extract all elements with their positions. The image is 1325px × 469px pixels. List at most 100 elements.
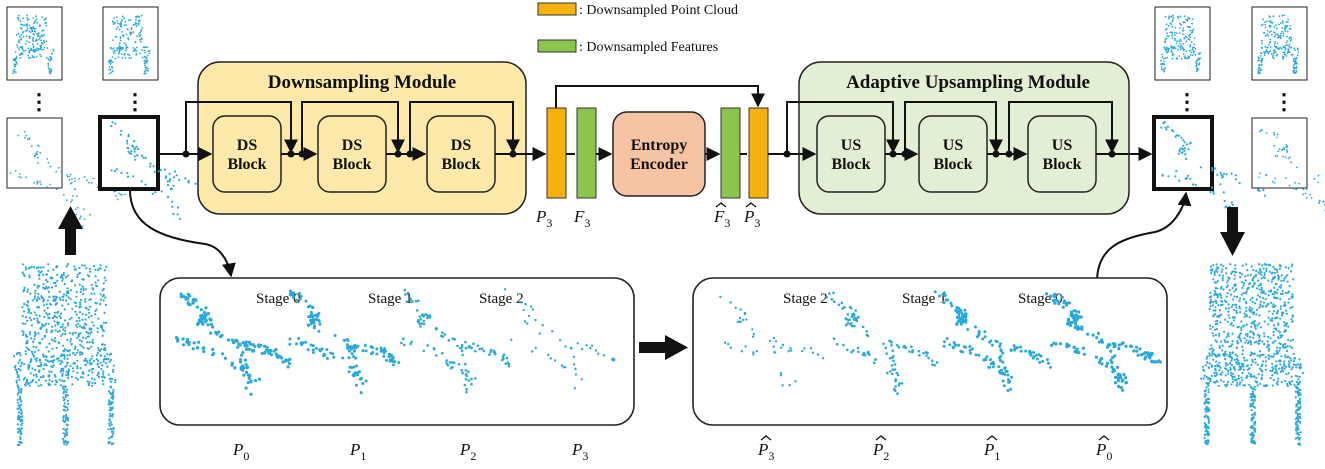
point [193,297,197,301]
point [1259,303,1262,306]
point [364,379,368,383]
point [41,325,44,328]
point [1261,373,1264,376]
point [1271,56,1274,59]
point [21,48,24,51]
point [89,213,91,216]
point [1221,303,1224,306]
point [48,312,51,315]
point [1244,263,1248,266]
point [299,294,303,298]
point [1212,381,1215,384]
point [20,400,23,403]
point [1187,148,1190,151]
point [531,308,534,311]
point [40,34,43,36]
point [1276,380,1279,383]
point [1298,415,1301,419]
point [12,72,15,75]
point [738,316,742,320]
point [187,181,190,184]
point [1269,369,1272,372]
point [1049,294,1053,298]
point [1260,326,1263,329]
point [1274,41,1276,43]
point [1228,351,1231,354]
point [964,314,968,318]
point [1177,134,1181,137]
point [1232,270,1235,273]
point [464,346,468,350]
point [891,368,895,372]
point [113,17,115,19]
point [1198,62,1201,65]
point [1109,349,1113,353]
point [30,28,33,30]
point [1247,372,1250,375]
point [19,56,22,59]
point [1282,370,1285,373]
point [572,363,576,366]
point [1292,54,1294,56]
point [185,340,189,344]
point [74,310,77,313]
point [74,208,77,211]
point [1244,279,1247,282]
legend-point-cloud-swatch [537,2,577,16]
point [96,327,99,330]
point [1077,310,1081,314]
point [1287,18,1289,21]
point [76,378,79,381]
point [1270,289,1273,292]
point [20,411,23,414]
point [47,161,50,164]
point [110,423,113,426]
point [1003,366,1007,370]
point [1254,361,1257,364]
point [62,369,65,372]
point [19,20,22,22]
point [74,353,77,356]
point [1258,57,1261,59]
point [1257,69,1260,71]
point [1244,333,1247,336]
point [1252,434,1255,437]
point [1175,42,1178,45]
point [1253,322,1256,325]
features-bar [576,107,597,199]
point [1217,384,1220,387]
point [1210,272,1213,275]
point [1235,306,1238,309]
point [126,53,129,56]
point [118,192,120,195]
hat-mark [986,435,998,441]
point [62,416,65,419]
point [1283,51,1286,54]
point [1283,14,1286,17]
point [86,341,89,344]
point [135,23,138,25]
point [1230,272,1233,275]
point [1262,276,1265,279]
point [306,348,310,352]
point [942,301,946,305]
point [1208,362,1211,365]
point [172,212,175,216]
point [1189,177,1192,180]
point [1251,278,1254,282]
point [832,300,836,304]
point [134,158,137,161]
point [80,345,84,348]
point [1228,316,1231,319]
point [1230,201,1233,204]
point [63,308,66,311]
point [32,374,35,377]
point [15,34,18,36]
point [1257,339,1260,343]
point [71,307,74,310]
point [118,44,121,47]
point [110,443,113,446]
point [1229,263,1232,266]
point [16,384,19,387]
point [1256,294,1260,297]
